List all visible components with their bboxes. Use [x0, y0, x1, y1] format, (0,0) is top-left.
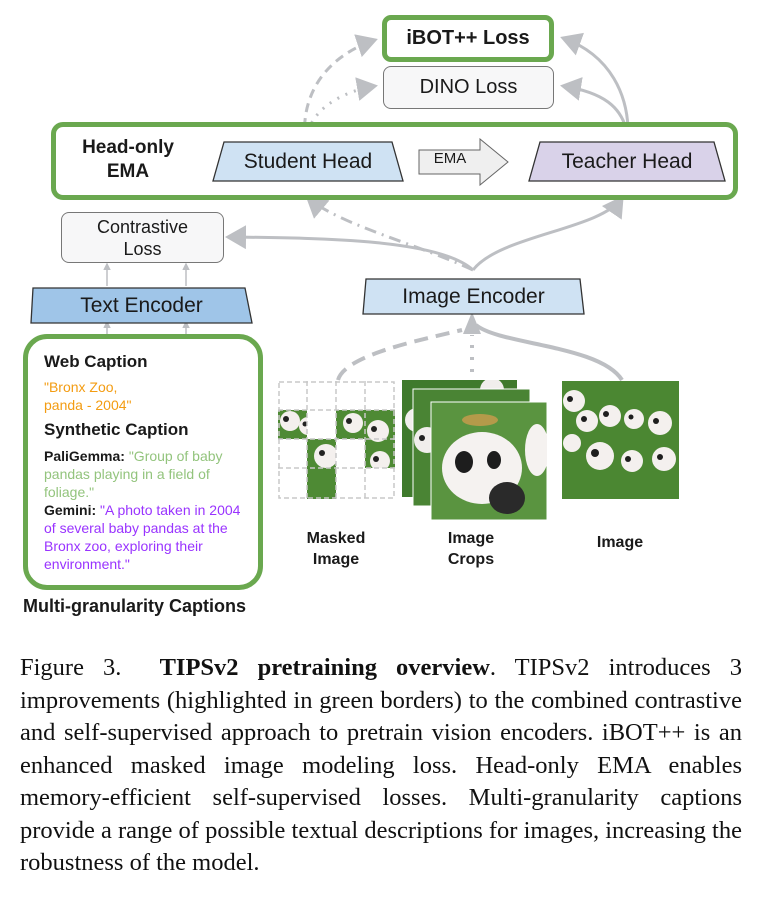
arrow-image-to-encoder	[474, 323, 624, 382]
gemini-caption: Gemini: "A photo taken in 2004 of severa…	[44, 501, 254, 573]
gemini-label: Gemini:	[44, 502, 97, 518]
dino-loss-box: DINO Loss	[383, 66, 554, 109]
dino-loss-label: DINO Loss	[419, 76, 518, 98]
connector-arrows	[103, 32, 630, 420]
image-crops-label: Image Crops	[425, 528, 517, 570]
arrow-encoder-to-student	[305, 196, 474, 272]
image-encoder-label: Image Encoder	[402, 284, 545, 308]
teacher-head: Teacher Head	[528, 141, 726, 182]
web-caption-text: "Bronx Zoo, panda - 2004"	[44, 378, 254, 414]
web-caption-title: Web Caption	[44, 352, 148, 371]
web-caption-line2: panda - 2004"	[44, 397, 132, 413]
text-encoder: Text Encoder	[30, 287, 253, 324]
masked-image-label: Masked Image	[290, 528, 382, 570]
head-only-ema-label-line1: Head-only	[82, 137, 174, 158]
ibot-loss-box: iBOT++ Loss	[382, 15, 554, 62]
figure-caption: Figure 3. TIPSv2 pretraining overview. T…	[20, 652, 742, 880]
masked-image-label-line1: Masked	[306, 530, 366, 547]
ibot-loss-label: iBOT++ Loss	[406, 27, 530, 49]
head-only-ema-label: Head-only EMA	[68, 136, 188, 184]
contrastive-loss-box: Contrastive Loss	[61, 212, 224, 263]
arrow-masked-to-encoder	[336, 328, 463, 381]
figure-label: Figure 3.	[20, 654, 122, 681]
teacher-head-label: Teacher Head	[561, 149, 693, 173]
student-head-label: Student Head	[243, 149, 373, 173]
paligemma-text: "Group of baby pandas playing in a field…	[44, 448, 223, 500]
web-caption-line1: "Bronx Zoo,	[44, 379, 118, 395]
figure-caption-body: . TIPSv2 introduces 3 improvements (high…	[20, 654, 742, 876]
arrow-encoder-to-teacher	[471, 195, 624, 271]
image-crops-label-line1: Image	[447, 530, 495, 547]
image-encoder: Image Encoder	[362, 278, 585, 315]
contrastive-loss-label: Contrastive Loss	[96, 216, 189, 259]
figure-caption-title: TIPSv2 pretraining overview	[159, 654, 490, 681]
arrow-encoder-to-contrastive	[225, 225, 475, 272]
gemini-text: "A photo taken in 2004 of several baby p…	[44, 502, 241, 572]
full-image-label: Image	[596, 534, 644, 551]
full-image	[562, 381, 679, 499]
synthetic-caption-title: Synthetic Caption	[44, 420, 189, 439]
image-crops-label-line2: Crops	[447, 551, 495, 568]
head-only-ema-label-line2: EMA	[106, 161, 150, 182]
student-head: Student Head	[212, 141, 404, 182]
captions-panel-title: Multi-granularity Captions	[23, 596, 247, 616]
arrowhead-image-encoder	[463, 312, 481, 334]
text-encoder-label: Text Encoder	[80, 293, 203, 317]
ema-arrow-label: EMA	[433, 150, 467, 167]
paligemma-label: PaliGemma:	[44, 448, 125, 464]
masked-image-label-line2: Image	[312, 551, 360, 568]
captions-panel	[23, 334, 263, 590]
ema-arrow: EMA	[418, 138, 510, 186]
masked-image	[278, 381, 395, 499]
image-crops	[402, 380, 547, 520]
captions-panel-content: Web Caption "Bronx Zoo, panda - 2004" Sy…	[44, 352, 254, 573]
paligemma-caption: PaliGemma: "Group of baby pandas playing…	[44, 447, 254, 501]
